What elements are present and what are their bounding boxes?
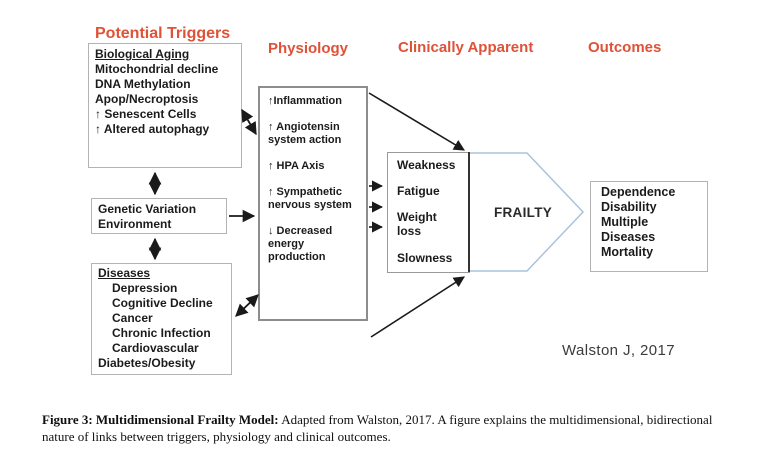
clinical-signs-box: Weakness Fatigue Weight loss Slowness (387, 152, 470, 273)
physiology-item: ↑Inflammation (268, 95, 342, 107)
header-physiology: Physiology (268, 40, 349, 57)
disease-item: Cognitive Decline (112, 296, 213, 310)
physiology-item: ↑ Sympathetic nervous system (268, 186, 352, 211)
physiology-item: ↑ HPA Axis (268, 160, 325, 172)
frailty-label: FRAILTY (493, 205, 553, 220)
attribution-text: Walston J, 2017 (562, 342, 675, 359)
outcome-item: Diseases (601, 230, 656, 244)
trigger-item: ↑ Altered autophagy (95, 122, 210, 136)
figure-caption-label: Figure 3: Multidimensional Frailty Model… (42, 412, 279, 427)
disease-item: Depression (112, 281, 178, 295)
arrow-physiology-frailty-top (368, 92, 465, 151)
disease-item: Cancer (112, 311, 153, 325)
clinical-item: Weight loss (397, 210, 437, 238)
figure-caption: Figure 3: Multidimensional Frailty Model… (42, 411, 742, 445)
arrow-bio-physiology (241, 108, 257, 136)
genetic-line: Genetic Variation (98, 202, 197, 216)
diseases-box: Diseases Depression Cognitive Decline Ca… (91, 263, 232, 375)
biological-aging-title: Biological Aging (95, 47, 190, 61)
clinical-item: Weakness (397, 158, 456, 172)
disease-item: Diabetes/Obesity (98, 356, 196, 370)
outcome-item: Mortality (601, 245, 654, 259)
header-outcomes: Outcomes (588, 39, 662, 56)
clinical-item: Slowness (397, 251, 453, 265)
disease-item: Cardiovascular (112, 341, 199, 355)
diseases-title: Diseases (98, 266, 151, 280)
outcome-item: Multiple (601, 215, 649, 229)
trigger-item: DNA Methylation (95, 77, 191, 91)
header-clinically-apparent: Clinically Apparent (398, 39, 534, 56)
clinical-item: Fatigue (397, 184, 440, 198)
physiology-box: ↑Inflammation ↑ Angiotensin system actio… (258, 86, 368, 321)
physiology-item: ↑ Angiotensin system action (268, 121, 342, 146)
figure-caption-text: Adapted from Walston, 2017. A figure exp… (42, 412, 713, 444)
environment-line: Environment (98, 217, 172, 231)
genetic-environment-box: Genetic Variation Environment (91, 198, 227, 234)
outcomes-box: Dependence Disability Multiple Diseases … (590, 181, 708, 272)
header-potential-triggers: Potential Triggers (95, 25, 231, 42)
outcome-item: Disability (601, 200, 657, 214)
biological-aging-box: Biological Aging Mitochondrial decline D… (88, 43, 242, 168)
trigger-item: Apop/Necroptosis (95, 92, 199, 106)
trigger-item: Mitochondrial decline (95, 62, 219, 76)
trigger-item: ↑ Senescent Cells (95, 107, 197, 121)
arrow-diseases-physiology (235, 294, 259, 317)
outcome-item: Dependence (601, 185, 676, 199)
physiology-item: ↓ Decreased energy production (268, 225, 333, 263)
arrow-physiology-frailty-bottom (370, 276, 465, 338)
disease-item: Chronic Infection (112, 326, 211, 340)
